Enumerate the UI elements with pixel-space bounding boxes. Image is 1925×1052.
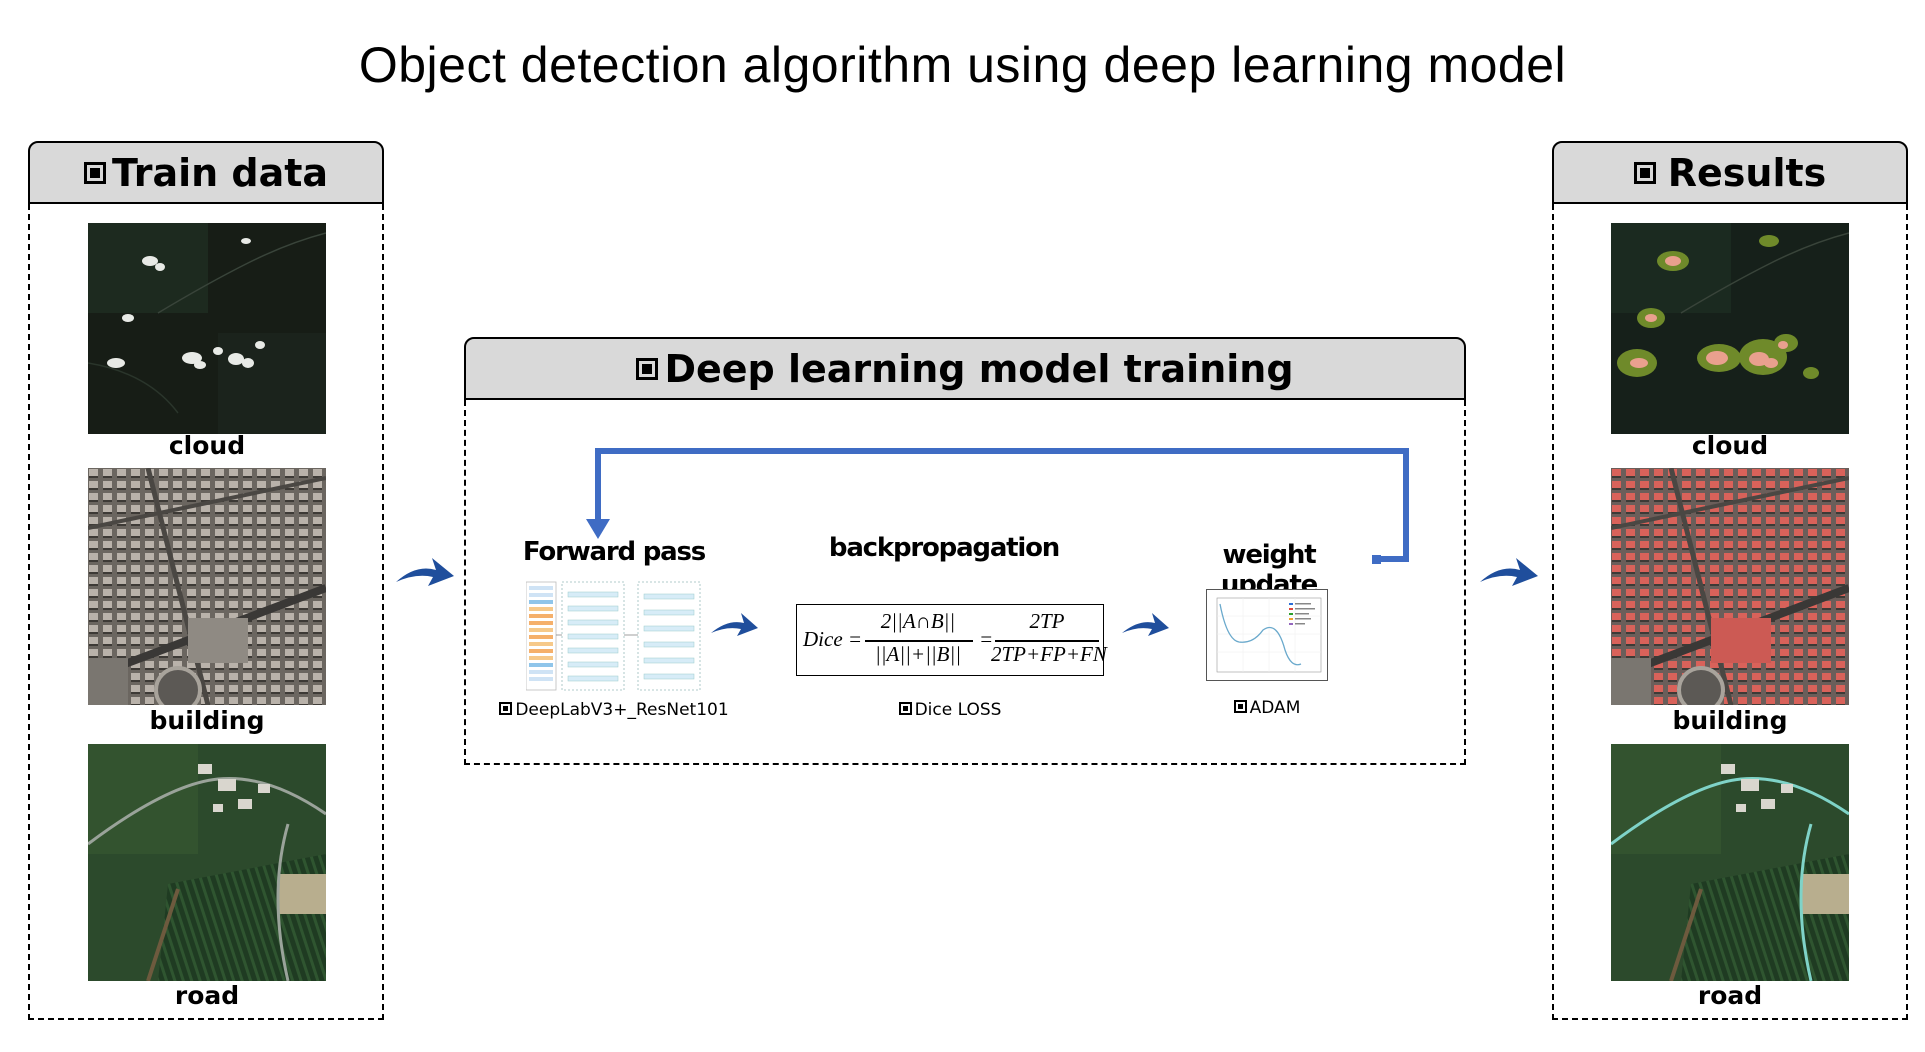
train-data-panel: Train data cloud: [28, 141, 384, 1020]
dice-formula: Dice = 2||A∩B|| ||A||+||B|| = 2TP 2TP+FP…: [796, 604, 1107, 676]
backpropagation-caption: Dice LOSS: [860, 700, 1040, 720]
backpropagation-caption-text: Dice LOSS: [914, 700, 1002, 720]
training-body: [464, 400, 1466, 765]
square-bullet-icon: [636, 357, 659, 380]
train-cloud-caption: cloud: [168, 431, 246, 460]
flow-arrow-icon: [1480, 558, 1538, 586]
weight-update-caption: ADAM: [1192, 698, 1342, 718]
train-road-caption: road: [174, 981, 240, 1010]
square-bullet-icon: [898, 702, 912, 715]
square-bullet-icon: [83, 161, 106, 184]
flow-arrow-icon: [1122, 613, 1169, 636]
forward-pass-caption-text: DeepLabV3+_ResNet101: [515, 700, 729, 720]
formula-numerator-2: 2TP: [1029, 609, 1065, 633]
formula-numerator-1: 2||A∩B||: [880, 609, 956, 633]
training-heading: Deep learning model training: [664, 346, 1294, 391]
train-data-header: Train data: [28, 141, 384, 204]
square-bullet-icon: [499, 702, 513, 715]
flow-arrow-icon: [396, 558, 454, 586]
results-body: [1552, 204, 1908, 1020]
train-building-caption: building: [149, 706, 265, 735]
train-data-heading: Train data: [111, 150, 329, 195]
backpropagation-label: backpropagation: [828, 533, 1060, 563]
formula-equals: =: [979, 627, 994, 651]
train-road-image: [88, 744, 326, 981]
training-panel: Deep learning model training Forward pas…: [464, 337, 1466, 765]
forward-pass-label: Forward pass: [522, 537, 706, 567]
training-header: Deep learning model training: [464, 337, 1466, 400]
square-bullet-icon: [1233, 700, 1247, 713]
result-cloud-caption: cloud: [1691, 431, 1769, 460]
result-building-image: [1611, 468, 1849, 705]
network-architecture-image: [525, 580, 704, 692]
formula-denominator-2: 2TP+FP+FN: [991, 642, 1107, 666]
formula-denominator-1: ||A||+||B||: [874, 642, 961, 666]
result-building-caption: building: [1672, 706, 1788, 735]
feedback-loop-arrow: [586, 448, 1409, 564]
weight-update-caption-text: ADAM: [1249, 698, 1301, 718]
fraction-bar: [995, 640, 1099, 642]
results-panel: Results: [1552, 141, 1908, 1020]
result-cloud-image: [1611, 223, 1849, 434]
square-bullet-icon: [1633, 161, 1656, 184]
formula-lhs: Dice =: [803, 627, 863, 651]
train-data-body: [28, 204, 384, 1020]
results-header: Results: [1552, 141, 1908, 204]
fraction-bar: [865, 640, 973, 642]
result-road-caption: road: [1697, 981, 1763, 1010]
diagram-title: Object detection algorithm using deep le…: [358, 37, 1567, 93]
train-cloud-image: [88, 223, 326, 434]
optimizer-plot-image: [1206, 589, 1328, 681]
flow-arrow-icon: [711, 613, 758, 636]
results-heading: Results: [1667, 150, 1827, 195]
forward-pass-caption: DeepLabV3+_ResNet101: [499, 700, 729, 720]
train-building-image: [88, 468, 326, 705]
result-road-image: [1611, 744, 1849, 981]
